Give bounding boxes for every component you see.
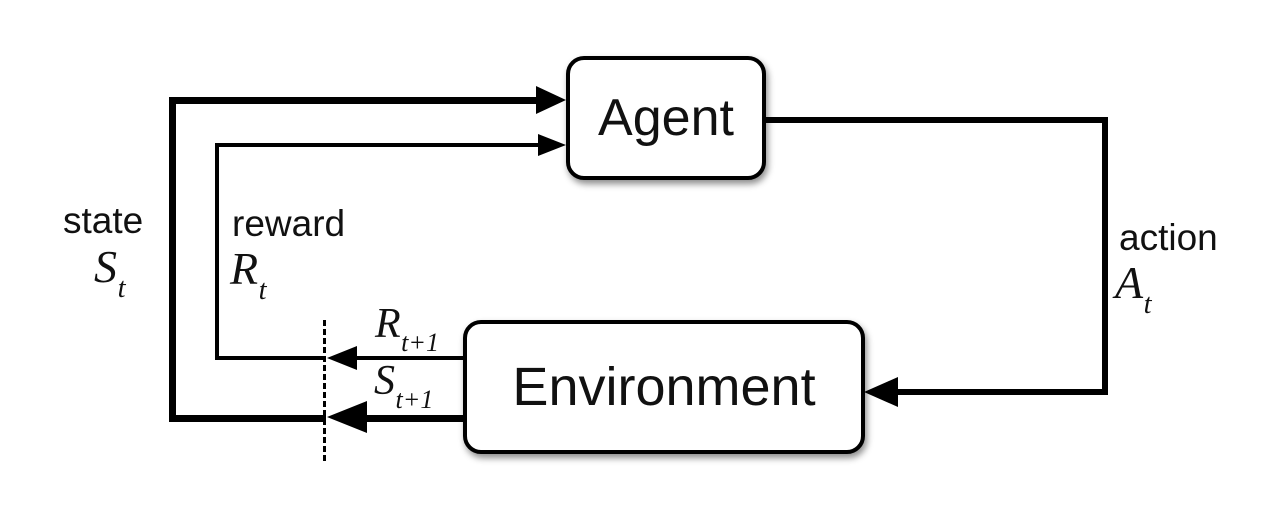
state-line-vertical [169, 97, 176, 422]
action-line-vertical [1102, 117, 1108, 395]
reward-symbol-label: Rt [230, 243, 267, 306]
reward-into-agent-arrowhead [538, 134, 566, 156]
next-reward-symbol-subscript: t+1 [401, 328, 439, 358]
reward-word-label: reward [232, 203, 346, 244]
next-state-arrowhead [327, 401, 367, 433]
action-line-top [766, 117, 1108, 123]
next-state-symbol-label: St+1 [374, 358, 433, 413]
state-symbol-subscript: t [117, 273, 126, 305]
time-step-divider-dashed-line [323, 320, 326, 461]
next-reward-symbol-base: R [375, 301, 401, 347]
action-word-label: action [1119, 217, 1218, 258]
action-line-bottom [896, 389, 1108, 395]
next-state-symbol-base: S [374, 358, 395, 404]
reward-line-top [215, 143, 538, 147]
state-line-top [169, 97, 538, 104]
agent-node-label: Agent [598, 89, 734, 147]
state-into-agent-arrowhead [536, 86, 566, 114]
state-symbol-base: S [94, 241, 117, 292]
reward-symbol-base: R [230, 243, 259, 294]
next-reward-symbol-label: Rt+1 [375, 301, 439, 356]
agent-node: Agent [566, 56, 766, 180]
reward-symbol-subscript: t [258, 275, 267, 307]
state-word-label: state [63, 200, 144, 241]
next-state-symbol-subscript: t+1 [395, 385, 434, 415]
next-state-line-from-environment [362, 415, 464, 422]
action-symbol-subscript: t [1143, 289, 1152, 321]
action-symbol-base: A [1115, 257, 1144, 308]
action-symbol-label: At [1115, 257, 1152, 320]
environment-node: Environment [463, 320, 865, 454]
reward-line-vertical [215, 143, 219, 360]
reward-line-bottom [215, 356, 326, 360]
environment-node-label: Environment [512, 357, 816, 417]
action-into-environment-arrowhead [864, 377, 898, 407]
state-line-bottom [169, 415, 326, 422]
next-reward-line-from-environment [352, 356, 464, 360]
state-symbol-label: St [94, 241, 126, 304]
